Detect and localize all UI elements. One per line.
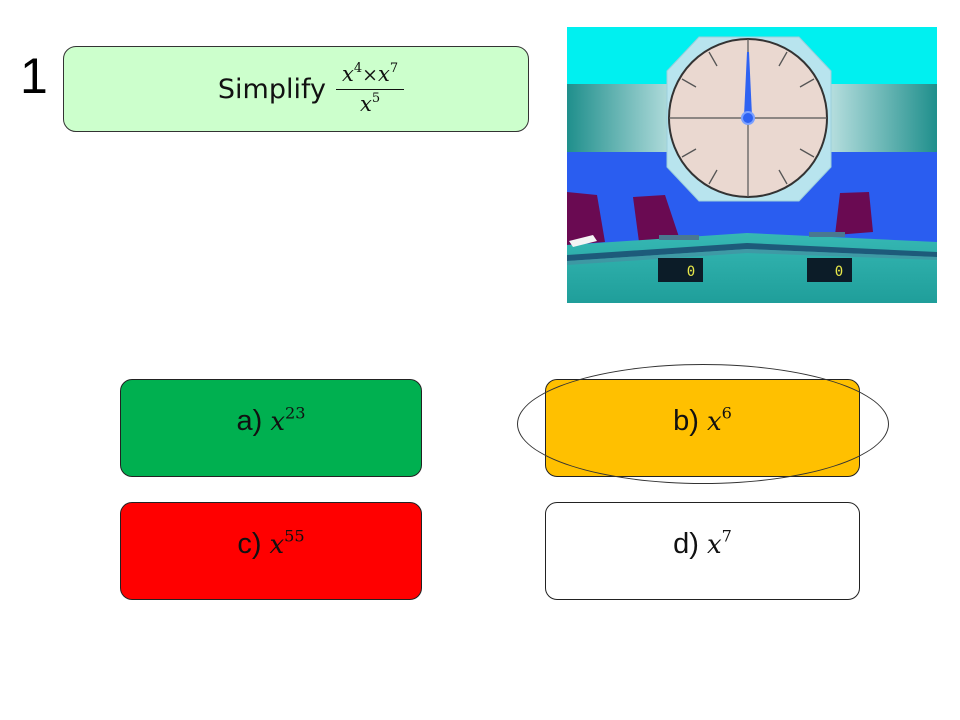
answer-d-exponent: 7 (721, 526, 732, 546)
answer-d-label: d) (673, 527, 699, 560)
score-right: 0 (835, 264, 843, 280)
scoreboard-left (658, 258, 703, 282)
answer-c-expression: x55 (269, 528, 305, 560)
desk-plate-left (659, 235, 699, 240)
answer-a-base: x (270, 406, 285, 437)
question-box: Simplify x4×x7 x5 (63, 46, 529, 132)
answer-b-expression: x6 (706, 405, 732, 437)
numerator-exponent-2: 7 (389, 60, 399, 76)
desk-plate-right (809, 232, 845, 237)
numerator-base-1: x (342, 62, 354, 86)
chair-left (567, 192, 605, 245)
times-operator: × (362, 64, 378, 86)
paper-on-desk (569, 235, 597, 247)
answer-a-expression: x23 (270, 405, 305, 437)
score-left: 0 (687, 264, 695, 280)
answer-a-exponent: 23 (284, 403, 306, 423)
answer-a-label: a) (236, 404, 263, 437)
answer-option-d[interactable]: d) x7 (545, 502, 860, 600)
studio-clock-illustration: 0 0 (567, 27, 937, 303)
fraction-expression: x4×x7 x5 (336, 60, 405, 118)
answer-b-base: x (706, 406, 722, 437)
numerator-exponent-1: 4 (353, 60, 363, 76)
answer-option-b[interactable]: b) x6 (545, 379, 860, 477)
question-prompt: Simplify (217, 73, 326, 105)
clock-hand-icon (744, 52, 752, 116)
numerator-base-2: x (377, 62, 390, 86)
answer-c-label: c) (237, 527, 262, 560)
answer-option-c[interactable]: c) x55 (120, 502, 422, 600)
clock-tick-marks (681, 51, 815, 185)
game-show-scene-image: 0 0 (567, 27, 937, 303)
question-number: 1 (20, 48, 48, 104)
answer-d-expression: x7 (706, 528, 732, 560)
denominator-exponent: 5 (371, 90, 381, 106)
chair-right (835, 192, 873, 235)
answer-c-exponent: 55 (284, 526, 305, 546)
answer-d-base: x (706, 529, 722, 560)
fraction-numerator: x4×x7 (336, 60, 405, 90)
fraction-denominator: x5 (354, 90, 386, 118)
question-text: Simplify x4×x7 x5 (217, 60, 405, 118)
answer-b-label: b) (673, 404, 699, 437)
answer-option-a[interactable]: a) x23 (120, 379, 422, 477)
denominator-base: x (359, 92, 372, 116)
scoreboard-right (807, 258, 852, 282)
answer-c-base: x (269, 529, 285, 560)
answer-b-exponent: 6 (721, 403, 732, 423)
chair-center (633, 195, 679, 242)
